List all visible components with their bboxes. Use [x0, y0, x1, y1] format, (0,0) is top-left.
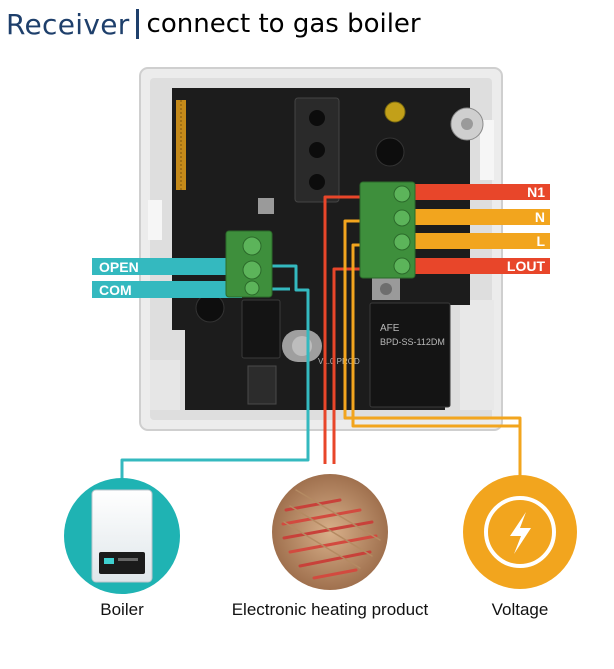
lightning-bolt-icon: [510, 512, 531, 554]
voltage-device: [463, 475, 577, 589]
terminal-block-left: [225, 230, 273, 298]
page-title: Receiver: [6, 7, 130, 41]
relay-small: [241, 299, 281, 359]
l-label: L: [536, 233, 545, 249]
potentiometer: [384, 101, 406, 123]
right-label-bars: N1 N L LOUT: [405, 184, 550, 274]
com-bar: [92, 281, 242, 298]
open-bar: [92, 258, 242, 275]
inductor: [375, 137, 405, 167]
terminal-block-right: [359, 181, 416, 279]
com-label: COM: [99, 282, 132, 298]
boiler-wire: [120, 264, 310, 484]
voltage-wire-n: [343, 219, 522, 476]
page-subtitle: connect to gas boiler: [146, 9, 421, 39]
header: Receiver connect to gas boiler: [6, 2, 421, 46]
heating-device: [272, 474, 388, 590]
lout-label: LOUT: [507, 258, 546, 274]
buzzer: [195, 293, 225, 323]
chip: [247, 365, 277, 405]
heating-caption: Electronic heating product: [231, 600, 429, 619]
n1-label: N1: [527, 184, 545, 200]
relay-brand: AFE: [380, 323, 400, 334]
boiler-icon: [91, 489, 153, 583]
header-divider: [135, 9, 139, 39]
boiler-device: [64, 478, 180, 594]
circuit-board: AFE BPD-SS-112DM V1.0 PROD: [172, 88, 484, 410]
heating-floor-icon: [281, 489, 381, 580]
n-bar: [405, 209, 550, 225]
boiler-caption: Boiler: [100, 600, 144, 619]
n-label: N: [535, 209, 545, 225]
open-label: OPEN: [99, 259, 139, 275]
relay-model: BPD-SS-112DM: [380, 337, 445, 347]
l-bar: [405, 233, 550, 249]
lout-bar: [405, 258, 550, 274]
left-label-bars: OPEN COM: [92, 258, 242, 298]
board-mark: V1.0 PROD: [318, 357, 360, 366]
relay-large: [369, 302, 451, 408]
voltage-caption: Voltage: [491, 600, 549, 619]
n1-bar: [405, 184, 550, 200]
